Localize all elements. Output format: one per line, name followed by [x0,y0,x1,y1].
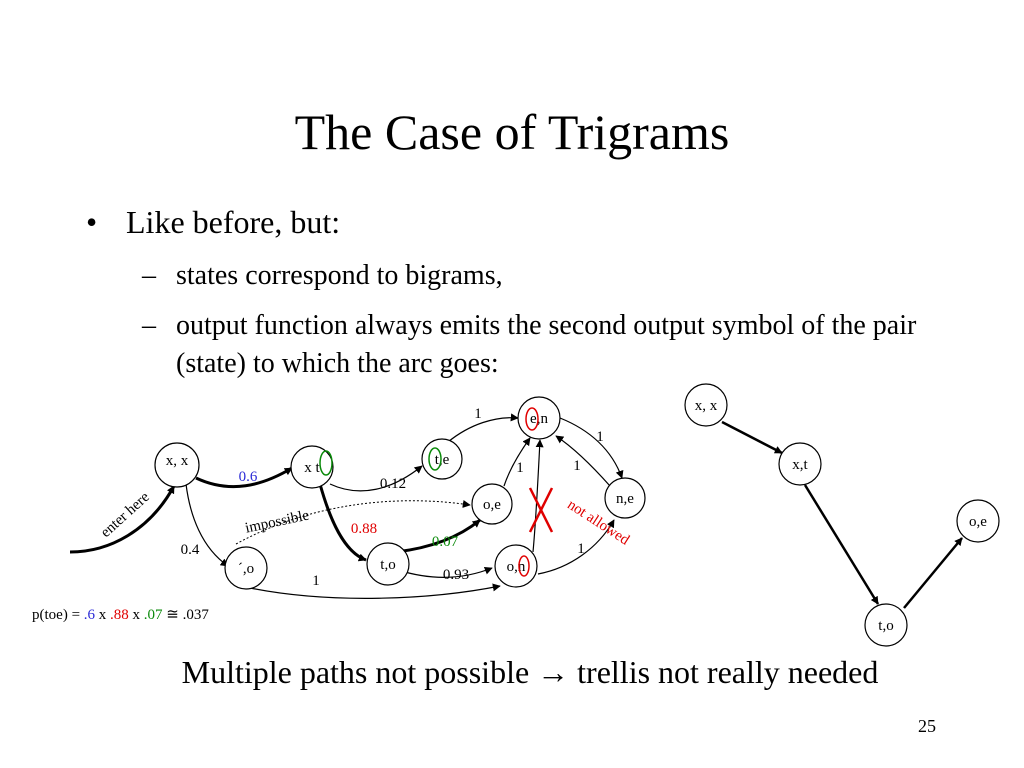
arc-ne-en [555,435,611,487]
node-xx-label: x, x [166,453,189,469]
highlight-e-red [525,407,539,431]
label-te-en: 1 [474,406,482,422]
arc-xx-xt [195,466,293,489]
formula-x1: x [99,607,107,623]
path-arc-to-oe [903,537,963,609]
formula-prefix: p(toe) = [32,607,80,623]
path-node-xt-label: x,t [792,457,808,473]
bullet-dot: • [86,204,98,240]
label-0-4: 0.4 [181,542,200,558]
path-node-xt: x,t [778,442,822,486]
label-enter-here: enter here [98,489,153,541]
formula-v1: .6 [84,607,96,623]
label-on-ne: 1 [577,541,585,557]
arc-xt-to [318,483,367,562]
node-oe-label: o,e [483,497,501,513]
arc-co-on [249,583,501,599]
node-co-label: ´,o [238,561,254,577]
path-node-to-label: t,o [878,618,893,634]
node-ne: n,e [604,477,646,519]
label-impossible: impossible [244,507,311,536]
arc-en-ne [559,417,624,479]
path-node-xx-label: x, x [695,398,718,414]
label-0-88: 0.88 [351,521,377,537]
node-te: t,e [421,438,463,480]
formula-result: .037 [183,607,210,623]
node-oe: o,e [471,483,513,525]
arc-enter [69,485,176,554]
node-co: ´,o [224,546,268,590]
arc-xx-co [185,483,229,567]
node-on-label: o,n [507,559,526,575]
label-co-on: 1 [312,573,320,589]
arc-oe-en [503,437,531,487]
page-number: 25 [918,716,936,736]
path-node-to: t,o [864,603,908,647]
sub-bullet-dash: – [142,310,156,341]
label-oe-en: 1 [516,460,524,476]
not-allowed-cross [528,487,554,533]
node-xt-label: x t [304,460,320,476]
arc-te-en [447,413,519,443]
node-to-label: t,o [380,557,395,573]
probability-formula: p(toe) = .6 x .88 x .07 ≅ .037 [32,607,209,623]
formula-x2: x [133,607,141,623]
highlight-t-green [319,450,333,476]
arc-impossible [235,499,471,545]
sub-bullet-2-text: output function always emits the second … [176,310,917,379]
node-xt: x t [290,445,334,489]
formula-v3: .07 [144,607,163,623]
path-node-xx: x, x [684,383,728,427]
label-0-93: 0.93 [443,567,469,583]
node-en: e,n [517,396,561,440]
arc-to-oe [395,518,481,554]
sub-bullet-1-text: states correspond to bigrams, [176,260,503,291]
path-arc-xt-to [803,484,880,605]
bullet-main-text: Like before, but: [126,204,341,240]
arc-xt-te [329,465,423,492]
path-node-oe-label: o,e [969,514,987,530]
label-0-12: 0.12 [380,476,406,492]
label-ne-en: 1 [573,458,581,474]
path-node-oe: o,e [956,499,1000,543]
slide-footer: Multiple paths not possible → trellis no… [181,654,879,690]
highlight-n-red [518,555,530,577]
label-0-6: 0.6 [239,469,258,485]
label-0-07: 0.07 [432,534,459,550]
node-ne-label: n,e [616,491,634,507]
node-te-label: t,e [435,452,450,468]
path-arc-xx-xt [721,420,783,455]
slide-title: The Case of Trigrams [294,104,730,160]
formula-v2: .88 [110,607,129,623]
node-en-label: e,n [530,411,548,427]
sub-bullet-dash: – [142,260,156,291]
arc-on-ne [537,519,615,575]
label-en-ne: 1 [596,429,604,445]
node-to: t,o [366,542,410,586]
node-xx: x, x [154,442,200,488]
node-on: o,n [494,544,538,588]
highlight-t-green-2 [428,447,442,471]
formula-approx: ≅ [166,607,179,623]
